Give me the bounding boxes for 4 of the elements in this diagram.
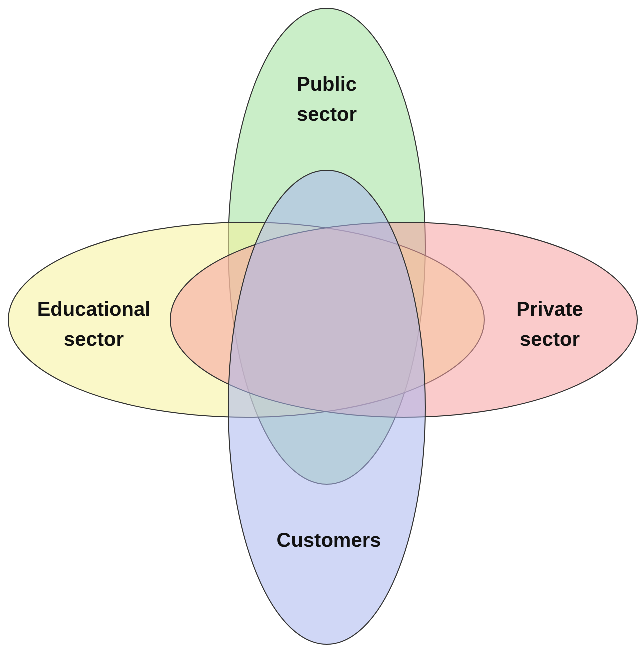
set-label: Educational sector xyxy=(36,298,152,353)
set-label: Public sector xyxy=(296,73,358,128)
set-label: Private sector xyxy=(516,298,584,353)
set-label: Customers xyxy=(276,529,382,554)
